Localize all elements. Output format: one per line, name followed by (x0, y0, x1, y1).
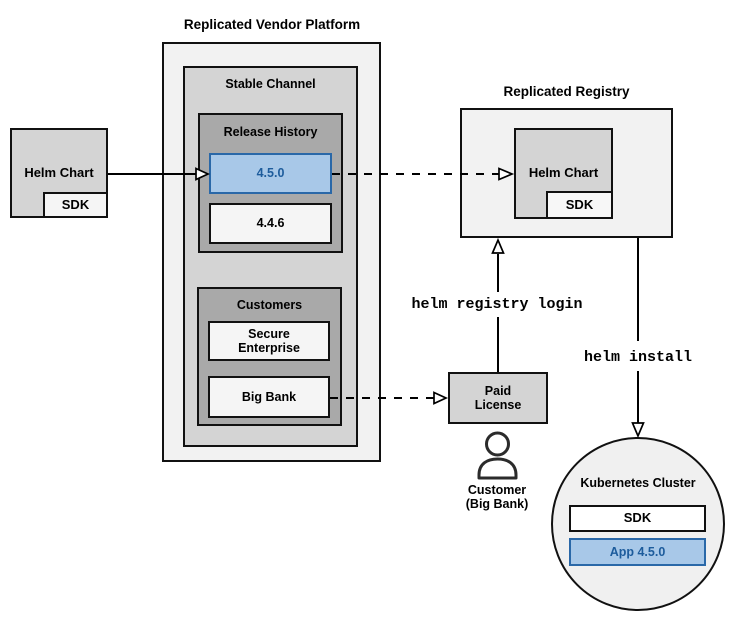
release-version-446: 4.4.6 (209, 203, 332, 244)
registry-sdk-box: SDK (546, 191, 613, 219)
customer-big-bank: Big Bank (208, 376, 330, 418)
helm-registry-login-command: helm registry login (411, 296, 583, 313)
vendor-sdk-box: SDK (43, 192, 108, 218)
release-history-title: Release History (223, 125, 318, 139)
stable-channel-title: Stable Channel (225, 77, 316, 91)
cluster-sdk-box: SDK (569, 505, 706, 532)
kubernetes-cluster-title: Kubernetes Cluster (580, 476, 696, 490)
arrow-registry-to-cluster (631, 238, 645, 439)
cluster-app-box: App 4.5.0 (569, 538, 706, 566)
customer-secure-enterprise: Secure Enterprise (208, 321, 330, 361)
platform-title: Replicated Vendor Platform (183, 17, 361, 32)
helm-install-command: helm install (583, 349, 693, 366)
customer-actor-label: Customer (Big Bank) (465, 483, 529, 512)
customers-title: Customers (236, 298, 303, 312)
person-icon (477, 431, 518, 480)
release-version-450: 4.5.0 (209, 153, 332, 194)
paid-license-box: Paid License (448, 372, 548, 424)
registry-title: Replicated Registry (503, 84, 630, 99)
